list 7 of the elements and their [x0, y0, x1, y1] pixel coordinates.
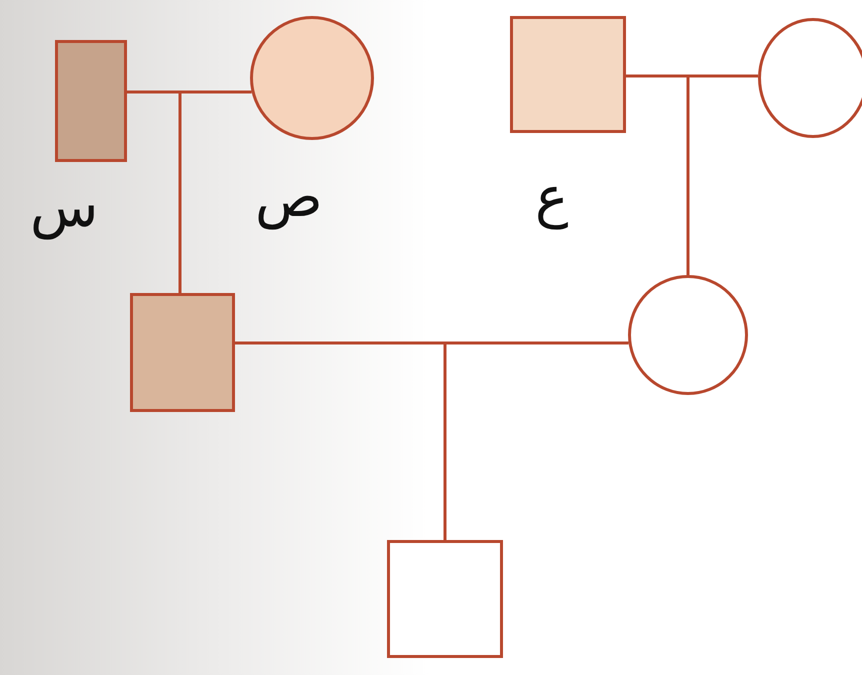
pedigree-line [686, 74, 758, 275]
pedigree-line [178, 90, 252, 293]
male-square [510, 16, 626, 133]
pedigree-line [444, 342, 629, 540]
male-square [387, 540, 503, 658]
male-square [55, 40, 127, 162]
male-square [130, 293, 235, 412]
